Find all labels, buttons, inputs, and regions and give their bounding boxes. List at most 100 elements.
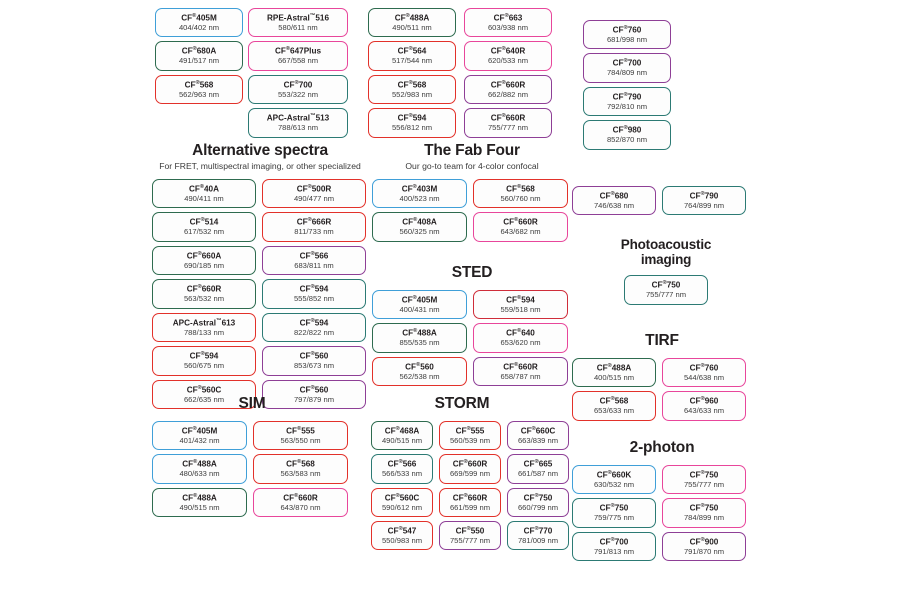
dye-ex-em: 663/839 nm [517,435,559,445]
dye-name: CF®660R [186,284,222,295]
dye-ex-em: 822/822 nm [293,327,335,337]
dye-ex-em: 562/538 nm [399,371,440,381]
dye-ex-em: 661/587 nm [517,469,559,479]
dye-name: CF®566 [387,459,417,469]
group-subtitle: For FRET, multispectral imaging, or othe… [159,160,361,171]
group-title: TIRF [645,332,679,349]
trademark-mark: ® [412,294,417,301]
dye-ex-em: 490/511 nm [392,22,432,32]
dye-name: CF®568 [599,396,629,406]
trademark-mark: ® [192,425,197,432]
trademark-mark: ® [466,526,471,532]
dye-ex-em: 490/515 nm [381,435,423,445]
trademark-mark: ® [534,459,539,466]
dye-name: CF®594 [397,113,427,123]
trademark-mark: ® [197,384,202,391]
trademark-mark: ® [700,536,705,543]
dye-name: CF®790 [689,191,719,201]
dye-name: CF®980 [612,125,642,135]
trademark-mark: ® [501,113,506,120]
trademark-mark: ® [700,503,705,510]
trademark-mark: ® [607,362,612,369]
